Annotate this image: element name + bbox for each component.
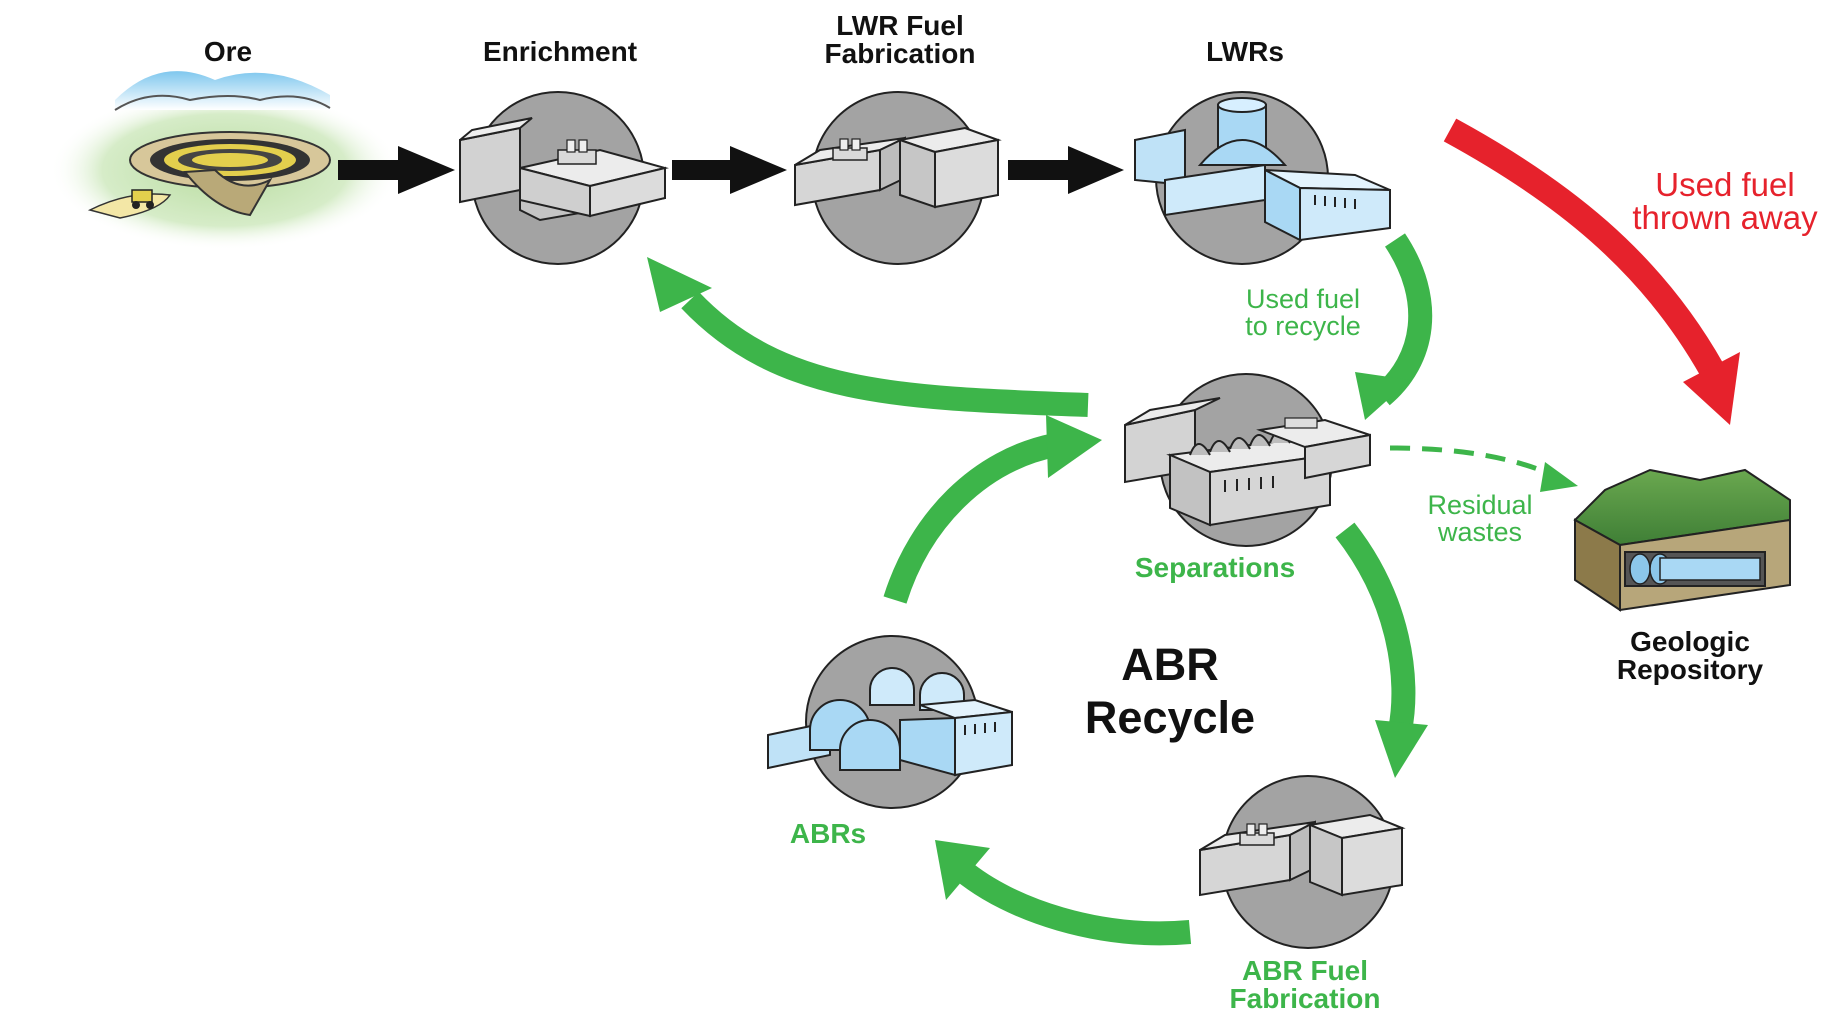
arrow-lwrs-to-separations	[1373, 233, 1433, 406]
geologic-repository-label: Geologic Repository	[1590, 628, 1790, 684]
used-fuel-to-recycle-line1: Used fuel	[1245, 284, 1361, 314]
lwrs-label: LWRs	[1206, 36, 1284, 67]
used-fuel-thrown-away-line1: Used fuel	[1655, 166, 1795, 203]
residual-wastes-arrow	[1389, 445, 1578, 492]
used-fuel-to-recycle-label: Used fuel to recycle	[1228, 286, 1378, 340]
used-fuel-to-recycle-line2: to recycle	[1245, 311, 1361, 341]
abr-fuel-fabrication-plant-icon	[1199, 775, 1406, 949]
light-water-reactor-icon	[1134, 91, 1391, 265]
abr-fuel-fabrication-line1: ABR Fuel	[1242, 955, 1368, 986]
residual-wastes-line2: wastes	[1437, 517, 1523, 547]
arrow-ore-to-enrichment	[338, 146, 455, 194]
abr-fuel-fabrication-label: ABR Fuel Fabrication	[1210, 957, 1400, 1013]
abr-fuel-fabrication-line2: Fabrication	[1229, 983, 1381, 1014]
separations-label: Separations	[1134, 552, 1296, 583]
separations-plant-icon	[1124, 373, 1371, 547]
ore-label: Ore	[203, 36, 253, 67]
abr-recycle-title-line1: ABR	[1121, 639, 1219, 690]
abrs-label: ABRs	[789, 818, 867, 849]
abr-recycle-title: ABR Recycle	[1060, 638, 1280, 744]
geologic-repository-line2: Repository	[1616, 654, 1764, 685]
residual-wastes-line1: Residual	[1427, 490, 1533, 520]
arrow-abrs-to-separations	[883, 433, 1058, 604]
arrow-enrichment-to-lwr-fab	[672, 146, 787, 194]
residual-wastes-label: Residual wastes	[1410, 492, 1550, 546]
geologic-repository-line1: Geologic	[1630, 626, 1750, 657]
lwr-fuel-fabrication-label: LWR Fuel Fabrication	[800, 12, 1000, 68]
used-fuel-thrown-away-line2: thrown away	[1632, 199, 1818, 236]
arrow-lwr-fab-to-lwrs	[1008, 146, 1124, 194]
geologic-repository-icon	[1573, 468, 1791, 612]
fuel-fabrication-plant-icon	[794, 91, 1002, 265]
fast-reactor-icon	[767, 635, 1013, 809]
open-pit-mine-icon	[50, 71, 400, 250]
abr-recycle-title-line2: Recycle	[1084, 692, 1256, 744]
arrow-abr-fab-to-abrs	[954, 860, 1192, 946]
lwr-fuel-fabrication-label-line2: Fabrication	[824, 38, 976, 69]
forward-flow-arrows	[338, 146, 1124, 194]
arrow-separations-to-enrichment	[681, 291, 1089, 417]
recycle-arrowheads	[647, 257, 1428, 900]
lwr-fuel-fabrication-label-line1: LWR Fuel	[836, 10, 964, 41]
used-fuel-thrown-away-label: Used fuel thrown away	[1620, 168, 1830, 234]
enrichment-plant-icon	[459, 91, 669, 265]
enrichment-label: Enrichment	[482, 36, 638, 67]
arrow-separations-to-abr-fab	[1335, 522, 1416, 733]
used-fuel-discard-arrow	[1443, 118, 1740, 425]
